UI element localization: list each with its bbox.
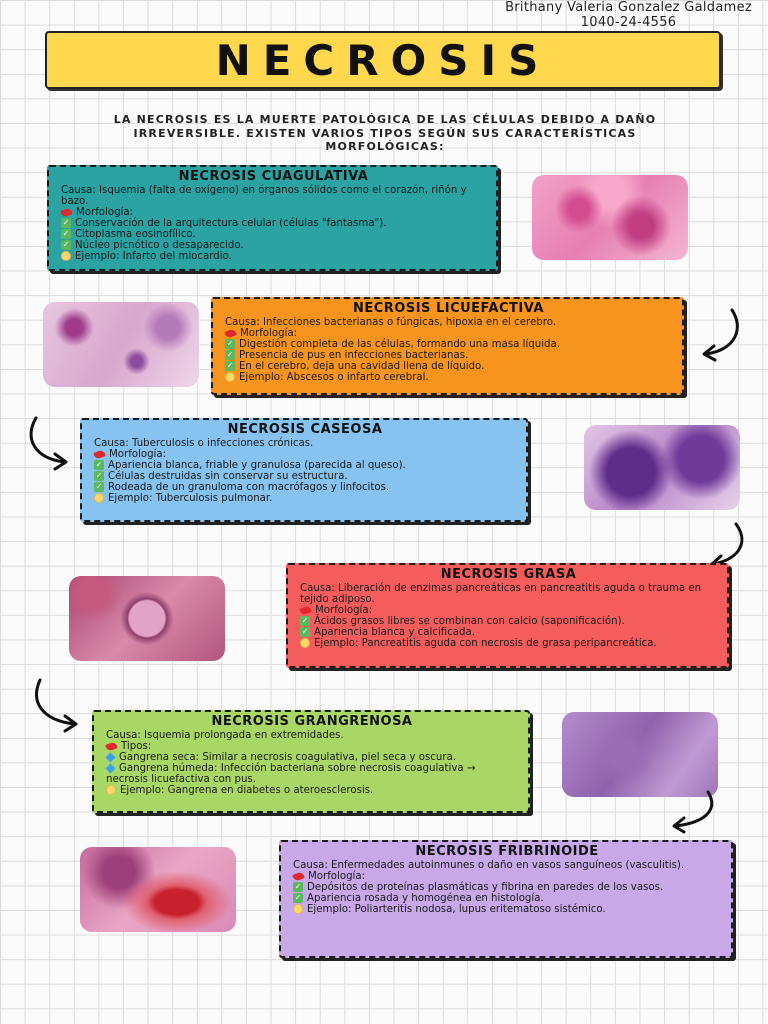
lightbulb-icon <box>94 493 104 503</box>
pin-icon <box>105 740 118 752</box>
histology-image-grasa <box>69 576 225 661</box>
pin-icon <box>292 870 305 882</box>
card-item: Ácidos grasos libres se combinan con cal… <box>314 616 625 627</box>
card-grangrenosa: NECROSIS GRANGRENOSA Causa: Isquemia pro… <box>92 710 530 813</box>
lightbulb-icon <box>293 904 303 914</box>
card-morfologia: Morfología: <box>315 605 373 616</box>
card-causa: Causa: Isquemia (falta de oxígeno) en ór… <box>61 185 467 207</box>
lightbulb-icon <box>61 251 71 261</box>
title-banner: NECROSIS <box>45 31 721 89</box>
diamond-icon <box>105 763 116 773</box>
check-icon: ✓ <box>225 361 235 371</box>
lightbulb-icon <box>300 638 310 648</box>
card-item: Células destruidas sin conservar su estr… <box>108 471 348 482</box>
check-icon: ✓ <box>300 616 310 626</box>
card-item: Conservación de la arquitectura celular … <box>75 218 387 229</box>
check-icon: ✓ <box>94 460 104 470</box>
card-ejemplo: Ejemplo: Infarto del miocardio. <box>75 251 232 262</box>
check-icon: ✓ <box>225 339 235 349</box>
intro-text: LA NECROSIS ES LA MUERTE PATOLÓGICA DE L… <box>113 113 657 153</box>
check-icon: ✓ <box>61 240 71 250</box>
card-item: Depósitos de proteínas plasmáticas y fib… <box>307 882 664 893</box>
check-icon: ✓ <box>293 893 303 903</box>
card-title: NECROSIS GRANGRENOSA <box>211 714 413 729</box>
card-ejemplo: Ejemplo: Pancreatitis aguda con necrosis… <box>314 638 657 649</box>
check-icon: ✓ <box>94 471 104 481</box>
card-ejemplo: Ejemplo: Tuberculosis pulmonar. <box>108 493 273 504</box>
card-title: NECROSIS FRIBRINOIDE <box>415 844 599 859</box>
card-ejemplo: Ejemplo: Poliarteritis nodosa, lupus eri… <box>307 904 606 915</box>
card-item: Gangrena húmeda: Infección bacteriana so… <box>106 763 476 785</box>
card-caseosa: NECROSIS CASEOSA Causa: Tuberculosis o i… <box>80 418 528 522</box>
card-causa: Causa: Enfermedades autoinmunes o daño e… <box>293 860 685 871</box>
check-icon: ✓ <box>94 482 104 492</box>
card-morfologia: Morfología: <box>240 328 298 339</box>
card-morfologia: Morfología: <box>109 449 167 460</box>
card-item: Apariencia blanca y calcificada. <box>314 627 475 638</box>
lightbulb-icon <box>106 785 116 795</box>
card-ejemplo: Ejemplo: Abscesos o infarto cerebral. <box>239 372 429 383</box>
pin-icon <box>93 448 106 460</box>
card-causa: Causa: Liberación de enzimas pancreática… <box>300 583 702 605</box>
card-item: Apariencia rosada y homogénea en histolo… <box>307 893 544 904</box>
card-item: Apariencia blanca, friable y granulosa (… <box>108 460 406 471</box>
curved-arrow-icon <box>702 308 739 362</box>
card-title: NECROSIS GRASA <box>440 567 577 582</box>
histology-image-licuefactiva <box>43 302 199 387</box>
check-icon: ✓ <box>61 218 71 228</box>
card-grasa: NECROSIS GRASA Causa: Liberación de enzi… <box>286 563 729 668</box>
pin-icon <box>224 327 237 339</box>
check-icon: ✓ <box>300 627 310 637</box>
card-causa: Causa: Tuberculosis o infecciones crónic… <box>94 438 314 449</box>
histology-image-caseosa <box>584 425 740 510</box>
curved-arrow-icon <box>29 416 68 471</box>
lightbulb-icon <box>225 372 235 382</box>
card-fibrinoide: NECROSIS FRIBRINOIDE Causa: Enfermedades… <box>279 840 733 958</box>
card-item: Rodeada de un granuloma con macrófagos y… <box>108 482 390 493</box>
card-title: NECROSIS LICUEFACTIVA <box>353 301 544 316</box>
card-item: Digestión completa de las células, forma… <box>239 339 560 350</box>
check-icon: ✓ <box>225 350 235 360</box>
check-icon: ✓ <box>293 882 303 892</box>
histology-image-grangrenosa <box>562 712 718 797</box>
card-licuefactiva: NECROSIS LICUEFACTIVA Causa: Infecciones… <box>211 297 684 395</box>
card-item: Presencia de pus en infecciones bacteria… <box>239 350 469 361</box>
author-block: Brithany Valeria Gonzalez Galdamez 1040-… <box>505 0 752 30</box>
check-icon: ✓ <box>61 229 71 239</box>
card-causa: Causa: Infecciones bacterianas o fúngica… <box>225 317 556 328</box>
card-item: En el cerebro, deja una cavidad llena de… <box>239 361 485 372</box>
card-item: Gangrena seca: Similar a necrosis coagul… <box>119 752 457 763</box>
card-title: NECROSIS CASEOSA <box>227 422 383 437</box>
card-causa: Causa: Isquemia prolongada en extremidad… <box>106 730 344 741</box>
author-id: 1040-24-4556 <box>580 15 677 30</box>
curved-arrow-icon <box>672 790 714 834</box>
card-item: Citoplasma eosinofílico. <box>75 229 196 240</box>
card-item: Núcleo picnótico o desaparecido. <box>75 240 244 251</box>
card-morfologia: Tipos: <box>121 741 152 752</box>
card-morfologia: Morfología: <box>76 207 134 218</box>
card-title: NECROSIS CUAGULATIVA <box>178 169 369 184</box>
pin-icon <box>299 604 312 616</box>
pin-icon <box>60 206 73 218</box>
page-title: NECROSIS <box>215 35 551 85</box>
curved-arrow-icon <box>35 678 78 733</box>
diamond-icon <box>105 752 116 762</box>
card-cuagulativa: NECROSIS CUAGULATIVA Causa: Isquemia (fa… <box>47 165 498 271</box>
card-ejemplo: Ejemplo: Gangrena en diabetes o ateroesc… <box>120 785 374 796</box>
card-morfologia: Morfología: <box>308 871 366 882</box>
author-name: Brithany Valeria Gonzalez Galdamez <box>505 0 752 15</box>
histology-image-cuagulativa <box>532 175 688 260</box>
histology-image-fibrinoide <box>80 847 236 932</box>
